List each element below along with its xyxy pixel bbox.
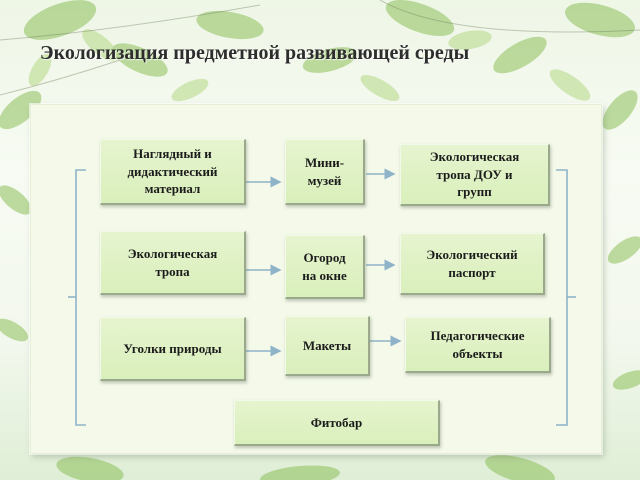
slide-title: Экологизация предметной развивающей сред… [40,42,470,64]
box-phytobar: Фитобар [234,400,440,446]
box-nature-corners: Уголки природы [100,317,246,381]
box-eco-trail-dou: Экологическая тропа ДОУ и групп [400,144,550,206]
box-ped-objects: Педагогические объекты [405,317,551,373]
box-mini-museum: Мини- музей [285,139,365,205]
box-window-garden: Огород на окне [285,235,365,299]
box-eco-passport: Экологический паспорт [400,233,545,295]
box-eco-trail: Экологическая тропа [100,231,246,295]
box-models: Макеты [285,316,370,376]
box-visual-material: Наглядный и дидактический материал [100,139,246,205]
